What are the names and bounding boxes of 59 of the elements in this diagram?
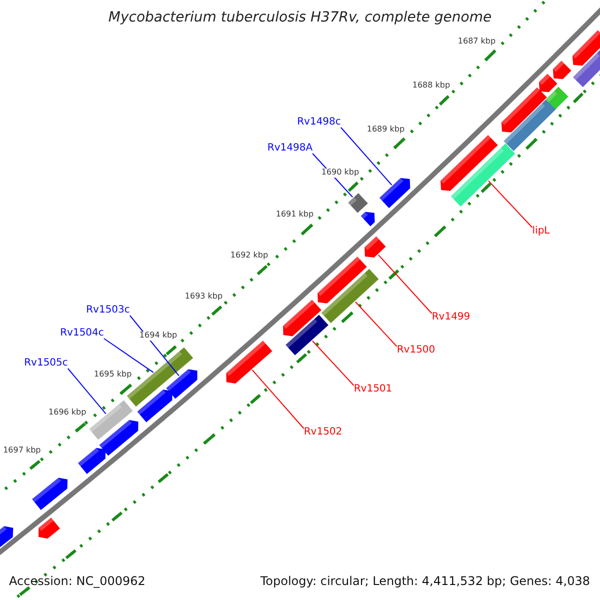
- tick-label: 1687 kbp: [456, 38, 497, 46]
- gene-segment: [360, 212, 375, 226]
- leader-line: [129, 315, 180, 376]
- leader-line: [378, 254, 432, 314]
- gene-segment: [78, 448, 106, 474]
- gene-label: lipL: [532, 226, 550, 236]
- leader-line: [312, 340, 354, 386]
- tick-label: 1694 kbp: [138, 332, 178, 341]
- gene-segment: [379, 178, 410, 208]
- gene-segment: [166, 369, 198, 399]
- gene-segment: [32, 478, 68, 510]
- gene-segment: [450, 144, 516, 206]
- gene-segment: [99, 420, 138, 456]
- gene-segment: [572, 48, 600, 88]
- gene-label: Rv1500: [396, 344, 436, 356]
- gene-label: Rv1498A: [267, 142, 313, 154]
- leader-line: [67, 368, 106, 414]
- leader-line: [354, 301, 398, 347]
- gene-segment: [552, 60, 572, 80]
- leader-line: [103, 338, 154, 373]
- gene-label: Rv1503c: [86, 304, 130, 316]
- leader-line: [252, 370, 304, 429]
- gene-segment: [283, 300, 322, 336]
- genome-summary-text: Topology: circular; Length: 4,411,532 bp; Genes: 4,038: [260, 574, 590, 588]
- gene-label: Rv1502: [304, 426, 342, 438]
- gene-segment: [348, 193, 368, 213]
- tick-label: 1688 kbp: [411, 82, 452, 91]
- title: Mycobacterium tuberculosis H37Rv, complete genome: [108, 10, 492, 26]
- leader-line: [488, 180, 533, 228]
- gene-segment: [572, 30, 600, 66]
- gene-segment: [89, 400, 133, 440]
- gene-label: Rv1504c: [60, 328, 104, 338]
- gene-segment: [501, 87, 547, 132]
- gene-segment: [440, 135, 498, 191]
- gene-segment: [226, 340, 272, 384]
- gene-segment: [538, 74, 558, 92]
- gene-label: Rv1499: [432, 312, 470, 322]
- tick-label: 1690 kbp: [320, 168, 360, 178]
- gene-segment: [38, 518, 60, 539]
- gene-segment: [318, 256, 367, 304]
- accession-text: Accession: NC_000962: [9, 574, 146, 588]
- gene-segment: [504, 98, 556, 152]
- tick-label: 1696 kbp: [48, 409, 88, 418]
- gene-segment: [321, 268, 379, 324]
- gene-segment: [546, 86, 568, 110]
- tick-label: 1691 kbp: [274, 210, 315, 220]
- gene-label: Rv1505c: [24, 358, 68, 368]
- gene-segment: [137, 390, 172, 422]
- gene-label: Rv1498c: [297, 116, 341, 128]
- tick-label: 1693 kbp: [184, 292, 224, 301]
- gene-segment: [0, 526, 14, 550]
- leader-line: [340, 127, 392, 186]
- gene-segment: [364, 236, 386, 258]
- tick-label: 1692 kbp: [229, 252, 270, 260]
- tick-label: 1689 kbp: [366, 126, 406, 134]
- gene-label: Rv1501: [354, 384, 392, 394]
- gene-segment: [286, 314, 328, 356]
- tick-label: 1697 kbp: [2, 446, 42, 456]
- tick-label: 1695 kbp: [92, 370, 133, 380]
